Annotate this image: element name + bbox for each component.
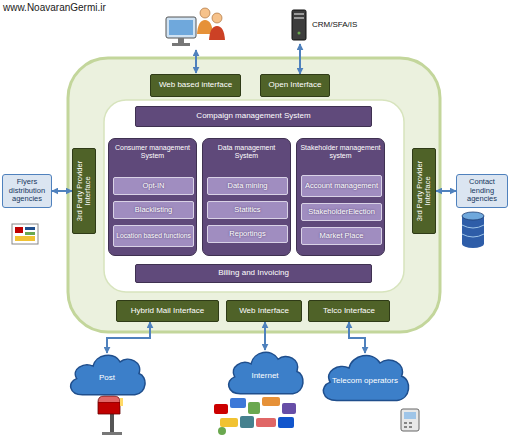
internet-logos-icon [214, 397, 296, 435]
server-icon [291, 9, 307, 41]
node-text: Open Interface [269, 81, 322, 90]
computer-users-icon [166, 8, 225, 46]
module-box: StakeholderElection [301, 203, 382, 221]
node-text: CRM/SFA/IS [312, 21, 357, 30]
system-column: Stakeholder management systemAccount man… [296, 138, 385, 256]
node-text: Post [89, 368, 125, 383]
system-heading: Stakeholder management system [297, 144, 384, 160]
connector-arrow [107, 322, 150, 353]
network-cloud: Telecom operators [318, 353, 412, 403]
module-box: Statitics [207, 201, 288, 219]
system-column: Data management SystemData miningStatiti… [202, 138, 291, 256]
cloud-outline [71, 355, 145, 395]
module-box: Location based functions [113, 225, 194, 247]
server-node: CRM/SFA/IS [283, 6, 380, 44]
system-bar: Billing and Invoicing [135, 264, 372, 283]
interface-box: Web based interface [150, 74, 241, 97]
connector-arrow [264, 322, 266, 350]
node-text: Account management [305, 182, 378, 190]
node-text: Opt-IN [142, 182, 164, 190]
node-text: Hybrid Mail Interface [131, 307, 204, 316]
watermark: www.NoavaranGermi.ir [3, 2, 106, 13]
module-box: Reportings [207, 225, 288, 243]
provider-interface-band: 3rd Party Provider Interface [72, 148, 96, 234]
node-text: Data mining [227, 182, 267, 190]
module-box: Opt-IN [113, 177, 194, 195]
node-text: Internet [241, 366, 288, 381]
outer-frame [68, 58, 440, 332]
mailbox-icon [98, 396, 123, 435]
system-bar: Compaign management System [135, 106, 372, 127]
web-icon-arrow [195, 50, 197, 73]
agency-box: Contact lending agencies [456, 174, 508, 208]
node-text: Contact lending agencies [459, 178, 505, 203]
flyers-icon [12, 224, 38, 244]
network-cloud: Internet [224, 350, 306, 396]
system-column: Consumer management SystemOpt-IN Blacklis… [108, 138, 197, 256]
interface-box: Web Interface [226, 300, 302, 322]
node-text: 3rd Party Provider Interface [416, 151, 433, 231]
node-text: Reportings [229, 230, 265, 238]
interface-box: Telco Interface [308, 300, 390, 322]
node-text: StakeholderElection [308, 208, 375, 216]
system-heading: Data management System [203, 144, 290, 160]
node-text: Location based functions [116, 232, 191, 240]
node-text: Billing and Invoicing [218, 269, 289, 278]
network-cloud: Post [66, 353, 148, 397]
agency-box: Flyers distribution agencies [2, 174, 52, 208]
connector-arrow [299, 44, 301, 74]
node-text: Web based interface [159, 81, 232, 90]
connector-arrow [436, 190, 456, 192]
node-text: Flyers distribution agencies [5, 178, 49, 203]
node-text: Blacklisting [135, 206, 173, 214]
node-text: Compaign management System [196, 112, 310, 121]
module-box: Data mining [207, 177, 288, 195]
node-text: Telco Interface [323, 307, 375, 316]
node-text: Telecom operators [322, 371, 408, 386]
node-text: Web Interface [239, 307, 289, 316]
node-text: Statitics [234, 206, 260, 214]
node-text: Market Place [320, 232, 364, 240]
phone-fax-icon [401, 409, 419, 431]
inner-panel [104, 100, 404, 292]
system-heading: Consumer management System [109, 144, 196, 160]
interface-box: Hybrid Mail Interface [116, 300, 219, 322]
database-icon [462, 212, 484, 248]
connector-arrow [52, 190, 72, 192]
interface-box: Open Interface [260, 74, 330, 97]
provider-interface-band: 3rd Party Provider Interface [412, 148, 436, 234]
cloud-outline [229, 352, 303, 393]
module-box: Market Place [301, 227, 382, 245]
module-box: Account management [301, 175, 382, 197]
node-text: 3rd Party Provider Interface [76, 151, 93, 231]
module-box: Blacklisting [113, 201, 194, 219]
connector-arrow [349, 322, 365, 353]
